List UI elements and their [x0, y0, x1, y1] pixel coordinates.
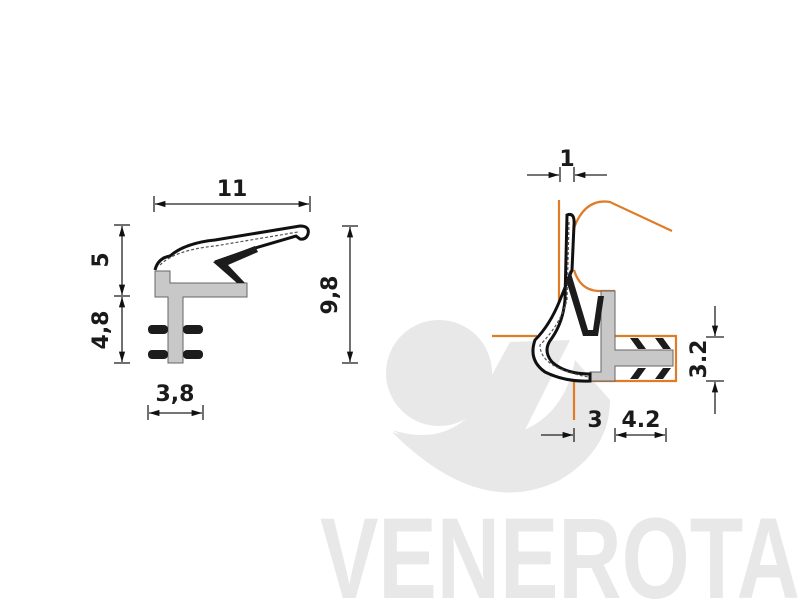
left-profile: 11 5 4,8 9,8 3,8 [89, 177, 358, 420]
fin [183, 325, 203, 334]
sealing-bulb [531, 213, 592, 383]
groove-fins [630, 338, 671, 379]
fin [148, 325, 168, 334]
sealing-lip [153, 224, 310, 271]
watermark-text: VENEROTA [320, 495, 800, 600]
fin [630, 338, 671, 379]
seal-hinge [566, 270, 604, 336]
dim-groove-width: 3.2 [687, 340, 712, 379]
frame-line [572, 200, 673, 232]
dim-offset: 3 [587, 408, 602, 433]
right-profile: 1 3.2 3 4.2 [492, 147, 724, 442]
rigid-core [154, 270, 248, 364]
rigid-core [589, 290, 674, 382]
fin [148, 350, 168, 359]
frame-outline [492, 200, 678, 420]
dim-lip-thickness: 1 [559, 147, 574, 172]
lip-hinge [213, 246, 258, 283]
frame-line [572, 334, 678, 420]
fin [183, 350, 203, 359]
dim-width: 11 [217, 177, 248, 202]
watermark-swoosh-lower [392, 360, 610, 493]
dim-total-height: 9,8 [318, 276, 343, 315]
watermark-swoosh [392, 340, 570, 453]
dim-stem-width: 3,8 [156, 382, 195, 407]
dim-groove-depth: 4.2 [622, 408, 661, 433]
dim-base-height: 4,8 [89, 311, 114, 350]
dim-lip-height: 5 [89, 252, 114, 267]
watermark-logo: VENEROTA [320, 320, 800, 600]
watermark-circle [386, 320, 492, 426]
frame-line [572, 269, 615, 293]
foam-texture [539, 221, 589, 378]
